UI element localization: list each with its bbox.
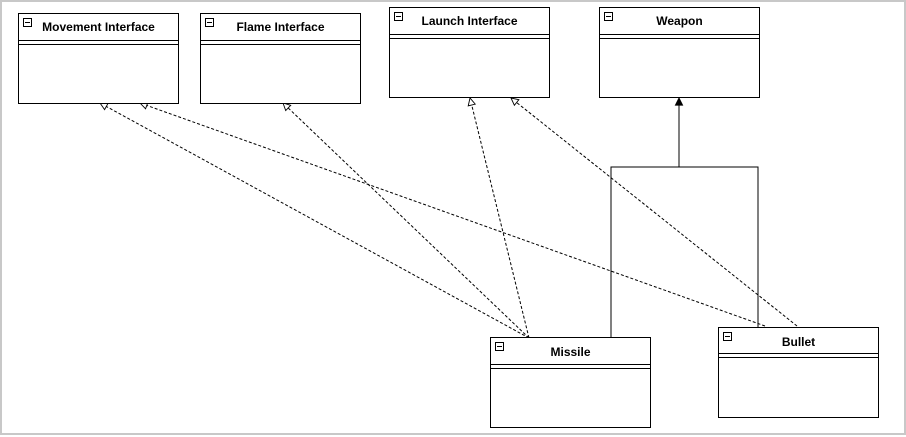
class-flame-interface[interactable]: Flame Interface [200, 13, 361, 104]
realization-bullet-movement[interactable] [140, 103, 766, 327]
collapse-toggle-icon[interactable] [394, 12, 403, 21]
attributes-compartment [600, 35, 759, 39]
realization-missile-flame[interactable] [283, 103, 530, 339]
class-name: Weapon [656, 14, 703, 28]
collapse-toggle-icon[interactable] [723, 332, 732, 341]
class-header: Missile [491, 338, 650, 365]
class-header: Flame Interface [201, 14, 360, 41]
generalization-bullet-weapon[interactable] [679, 166, 759, 327]
class-movement-interface[interactable]: Movement Interface [18, 13, 179, 104]
attributes-compartment [201, 41, 360, 45]
class-missile[interactable]: Missile [490, 337, 651, 428]
collapse-toggle-icon[interactable] [495, 342, 504, 351]
class-header: Movement Interface [19, 14, 178, 41]
generalization-missile-weapon[interactable] [610, 98, 679, 338]
class-header: Bullet [719, 328, 878, 354]
realization-missile-launch[interactable] [470, 98, 530, 339]
realization-missile-movement[interactable] [100, 103, 530, 339]
class-header: Weapon [600, 8, 759, 35]
attributes-compartment [719, 354, 878, 358]
class-name: Bullet [781, 335, 816, 349]
collapse-toggle-icon[interactable] [604, 12, 613, 21]
attributes-compartment [491, 365, 650, 369]
class-header: Launch Interface [390, 8, 549, 35]
class-launch-interface[interactable]: Launch Interface [389, 7, 550, 98]
realization-bullet-launch[interactable] [511, 98, 798, 327]
attributes-compartment [390, 35, 549, 39]
class-weapon[interactable]: Weapon [599, 7, 760, 98]
collapse-toggle-icon[interactable] [23, 18, 32, 27]
collapse-toggle-icon[interactable] [205, 18, 214, 27]
class-name: Flame Interface [236, 20, 325, 34]
class-name: Missile [550, 345, 591, 359]
class-bullet[interactable]: Bullet [718, 327, 879, 418]
attributes-compartment [19, 41, 178, 45]
class-name: Launch Interface [421, 14, 518, 28]
class-name: Movement Interface [42, 20, 155, 34]
